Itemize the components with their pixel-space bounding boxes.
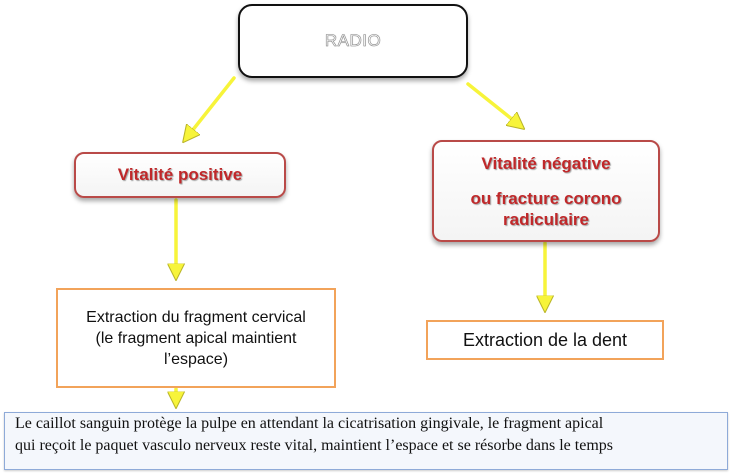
arrow-root-to-negative bbox=[466, 82, 518, 124]
action-node-extraction-dent: Extraction de la dent bbox=[426, 320, 664, 360]
root-node-label: RADIO bbox=[324, 31, 382, 51]
action-dent-label: Extraction de la dent bbox=[462, 329, 628, 350]
note-line2: qui reçoit le paquet vasculo nerveux res… bbox=[15, 437, 613, 454]
arrow-root-to-positive bbox=[188, 76, 236, 136]
action-cervical-line2: (le fragment apical maintient bbox=[95, 329, 297, 347]
branch-negative-line1: Vitalité négative bbox=[481, 153, 611, 173]
action-cervical-line3: l’espace) bbox=[163, 350, 229, 368]
action-cervical-line1: Extraction du fragment cervical bbox=[86, 308, 306, 326]
root-node-radio: RADIO bbox=[238, 4, 468, 78]
note-line1: Le caillot sanguin protège la pulpe en a… bbox=[15, 415, 604, 432]
branch-node-vitalite-positive: Vitalité positive bbox=[74, 152, 286, 198]
branch-positive-label: Vitalité positive bbox=[117, 165, 243, 184]
branch-negative-line2: ou fracture corono bbox=[470, 188, 622, 208]
branch-node-vitalite-negative: Vitalité négative ou fracture corono rad… bbox=[432, 140, 660, 242]
note-box: Le caillot sanguin protège la pulpe en a… bbox=[4, 412, 728, 470]
branch-negative-line3: radiculaire bbox=[503, 209, 589, 229]
action-node-extraction-cervical: Extraction du fragment cervical (le frag… bbox=[56, 288, 336, 388]
